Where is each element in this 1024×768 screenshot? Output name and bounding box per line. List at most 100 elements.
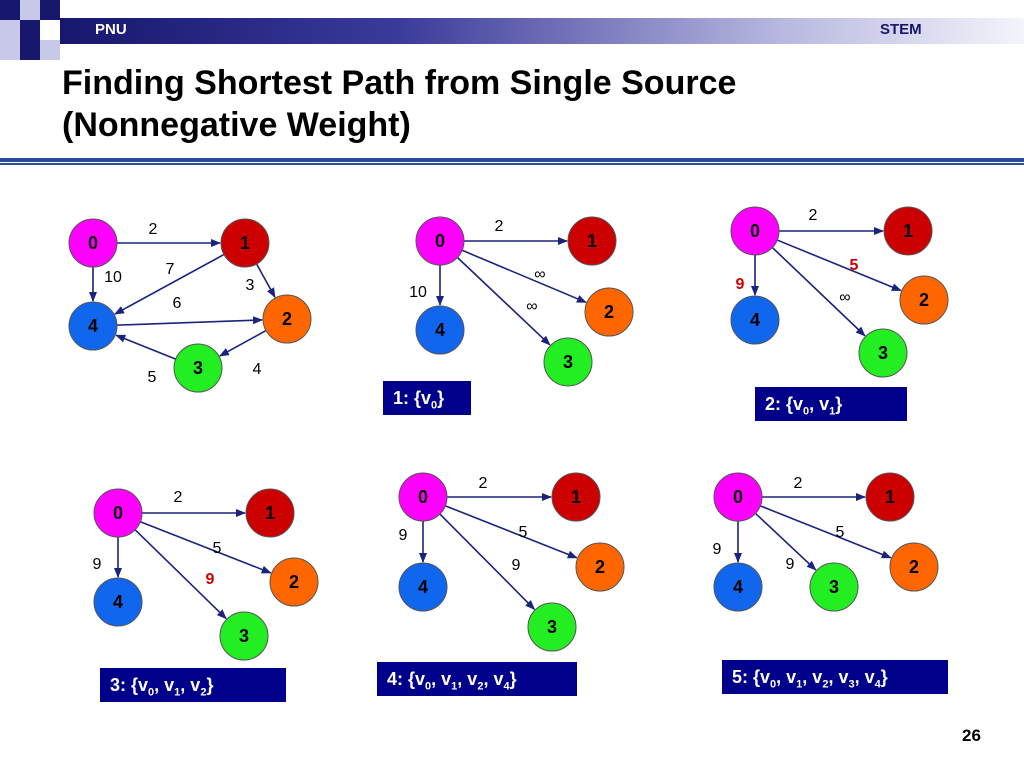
graph-4-node-3 [527, 602, 577, 652]
graph-3-node-4 [93, 577, 143, 627]
graph-3-edge-label-2: 5 [213, 540, 222, 557]
graph-5-node-label-3: 3 [829, 577, 839, 597]
graph-5-node-label-1: 1 [885, 487, 895, 507]
graph-2-node-3 [858, 328, 908, 378]
graph-4-node-label-1: 1 [571, 487, 581, 507]
graph-2-edge-label-3: ∞ [839, 289, 850, 306]
graph-1-node-3 [543, 337, 593, 387]
graph-2-node-label-4: 4 [750, 310, 760, 330]
graph-1-node-label-0: 0 [435, 231, 445, 251]
graph-3-node-label-0: 0 [113, 503, 123, 523]
graph-4-node-label-2: 2 [595, 557, 605, 577]
graph-2-node-label-2: 2 [919, 290, 929, 310]
graph-3-node-3 [219, 611, 269, 661]
graph-0-edge-label-1: 10 [104, 269, 122, 286]
graph-3-node-2 [269, 557, 319, 607]
graph-1-edge-label-0: 2 [495, 218, 504, 235]
graph-2-node-1 [883, 206, 933, 256]
graph-1-node-label-1: 1 [587, 231, 597, 251]
graph-0-edge-label-3: 3 [246, 277, 255, 294]
graph-4-node-label-0: 0 [418, 487, 428, 507]
graph-3-node-label-1: 1 [265, 503, 275, 523]
graph-4-node-0 [398, 472, 448, 522]
graph-0-edge-label-5: 5 [148, 369, 157, 386]
graph-4-edge-label-3: 9 [512, 557, 521, 574]
set-label-2: 2: {v0, v1} [755, 387, 907, 421]
graph-3-node-label-2: 2 [289, 572, 299, 592]
graph-0-edge-1-2 [255, 263, 276, 298]
graph-2-node-label-1: 1 [903, 221, 913, 241]
graph-5-edge-0-3 [754, 512, 817, 571]
graph-0-node-0 [68, 218, 118, 268]
graph-3-node-0 [93, 488, 143, 538]
graph-4-edge-0-2 [445, 505, 578, 559]
graph-3-edge-0-2 [140, 521, 272, 574]
graph-2-node-0 [730, 206, 780, 256]
graph-3-edge-0-3 [134, 529, 227, 620]
graph-5-edge-label-1: 9 [713, 541, 722, 558]
graph-0-node-3 [173, 343, 223, 393]
graph-3-node-label-3: 3 [239, 626, 249, 646]
graph-2-edge-0-3 [771, 246, 866, 337]
graph-3-edge-label-3: 9 [206, 571, 215, 588]
header-bar [60, 18, 1024, 44]
graph-3-edge-label-0: 2 [174, 489, 183, 506]
graph-0-edge-label-6: 4 [253, 361, 262, 378]
graph-4-node-1 [551, 472, 601, 522]
graph-0-node-label-2: 2 [282, 309, 292, 329]
graph-5-edge-label-0: 2 [794, 475, 803, 492]
graph-0-edge-1-4 [114, 253, 225, 315]
graph-2-edge-0-2 [776, 239, 902, 292]
graph-4-node-2 [575, 542, 625, 592]
graph-5-edge-0-2 [760, 505, 892, 559]
graph-1-edge-label-3: ∞ [526, 298, 537, 315]
graph-0-edge-label-2: 7 [166, 261, 175, 278]
graph-2-node-2 [899, 275, 949, 325]
graph-0-node-1 [220, 218, 270, 268]
set-label-5: 5: {v0, v1, v2, v3, v4} [722, 660, 948, 694]
graph-5-edge-label-2: 5 [836, 524, 845, 541]
graph-0-node-label-1: 1 [240, 233, 250, 253]
graph-4-node-label-3: 3 [547, 617, 557, 637]
graph-4-edge-label-2: 5 [519, 524, 528, 541]
set-label-1: 1: {v0} [383, 381, 471, 415]
graph-0-edge-label-0: 2 [149, 221, 158, 238]
graph-0-node-label-3: 3 [193, 358, 203, 378]
graph-2-edge-label-2: 5 [850, 257, 859, 274]
graph-0-node-label-0: 0 [88, 233, 98, 253]
graph-0-edge-4-2 [116, 316, 264, 326]
graph-5-node-2 [889, 542, 939, 592]
graph-5-node-1 [865, 472, 915, 522]
graph-2-edge-label-1: 9 [736, 276, 745, 293]
graph-1-node-label-4: 4 [435, 320, 445, 340]
graph-4-node-4 [398, 562, 448, 612]
graph-1-node-0 [415, 216, 465, 266]
graph-5-node-label-4: 4 [733, 577, 743, 597]
graph-3-edge-label-1: 9 [93, 556, 102, 573]
graph-4-edge-0-3 [439, 513, 536, 610]
title-rule [0, 158, 1024, 162]
graph-1-node-4 [415, 305, 465, 355]
graph-4-edge-label-1: 9 [399, 527, 408, 544]
page-number: 26 [962, 726, 981, 745]
header-right-label: STEM [880, 21, 922, 38]
graph-1-edge-0-3 [456, 256, 551, 346]
graph-0-edge-3-4 [115, 334, 177, 360]
set-label-4: 4: {v0, v1, v2, v4} [377, 662, 577, 696]
graph-5-node-3 [809, 562, 859, 612]
graph-5-node-label-2: 2 [909, 557, 919, 577]
graph-2-node-4 [730, 295, 780, 345]
graph-5-node-label-0: 0 [733, 487, 743, 507]
graph-1-node-1 [567, 216, 617, 266]
graph-3-node-1 [245, 488, 295, 538]
slide-title-line1: Finding Shortest Path from Single Source [62, 64, 737, 102]
title-rule-thin [0, 163, 1024, 165]
graph-4-node-label-4: 4 [418, 577, 428, 597]
graph-1-node-2 [584, 287, 634, 337]
